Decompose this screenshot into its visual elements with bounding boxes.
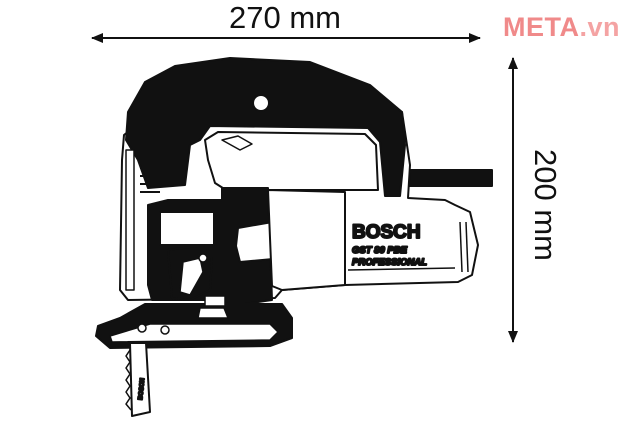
watermark-text-a: META	[503, 12, 580, 42]
jigsaw-illustration: BOSCH BOSCH GST 80 PBE PROFESSIONAL	[95, 57, 493, 417]
trigger-switch	[221, 135, 253, 151]
power-cord	[404, 169, 493, 187]
height-label: 200 mm	[528, 149, 563, 261]
base-lever	[204, 295, 226, 307]
model-label: GST 80 PBE	[352, 245, 408, 256]
top-handle	[125, 57, 406, 197]
rear-panel-window	[159, 211, 215, 246]
watermark-text-b: .vn	[579, 12, 621, 42]
rear-edge-strip	[125, 149, 135, 291]
saw-blade	[129, 342, 151, 417]
line-label: PROFESSIONAL	[352, 257, 427, 268]
front-vents	[459, 221, 469, 273]
height-dimension: 200 mm	[508, 57, 563, 343]
width-label: 270 mm	[229, 0, 341, 35]
orbital-lever-knob	[179, 257, 204, 296]
width-dimension: 270 mm	[91, 0, 481, 43]
base-plate-top	[109, 323, 279, 343]
rear-vents	[140, 167, 160, 193]
nose-housing	[267, 189, 346, 291]
lock-button	[252, 94, 270, 112]
blade-teeth	[125, 349, 132, 411]
site-watermark: META.vn	[503, 12, 620, 43]
blade-brand-text: BOSCH	[138, 378, 146, 400]
brand-label: BOSCH	[352, 222, 421, 243]
